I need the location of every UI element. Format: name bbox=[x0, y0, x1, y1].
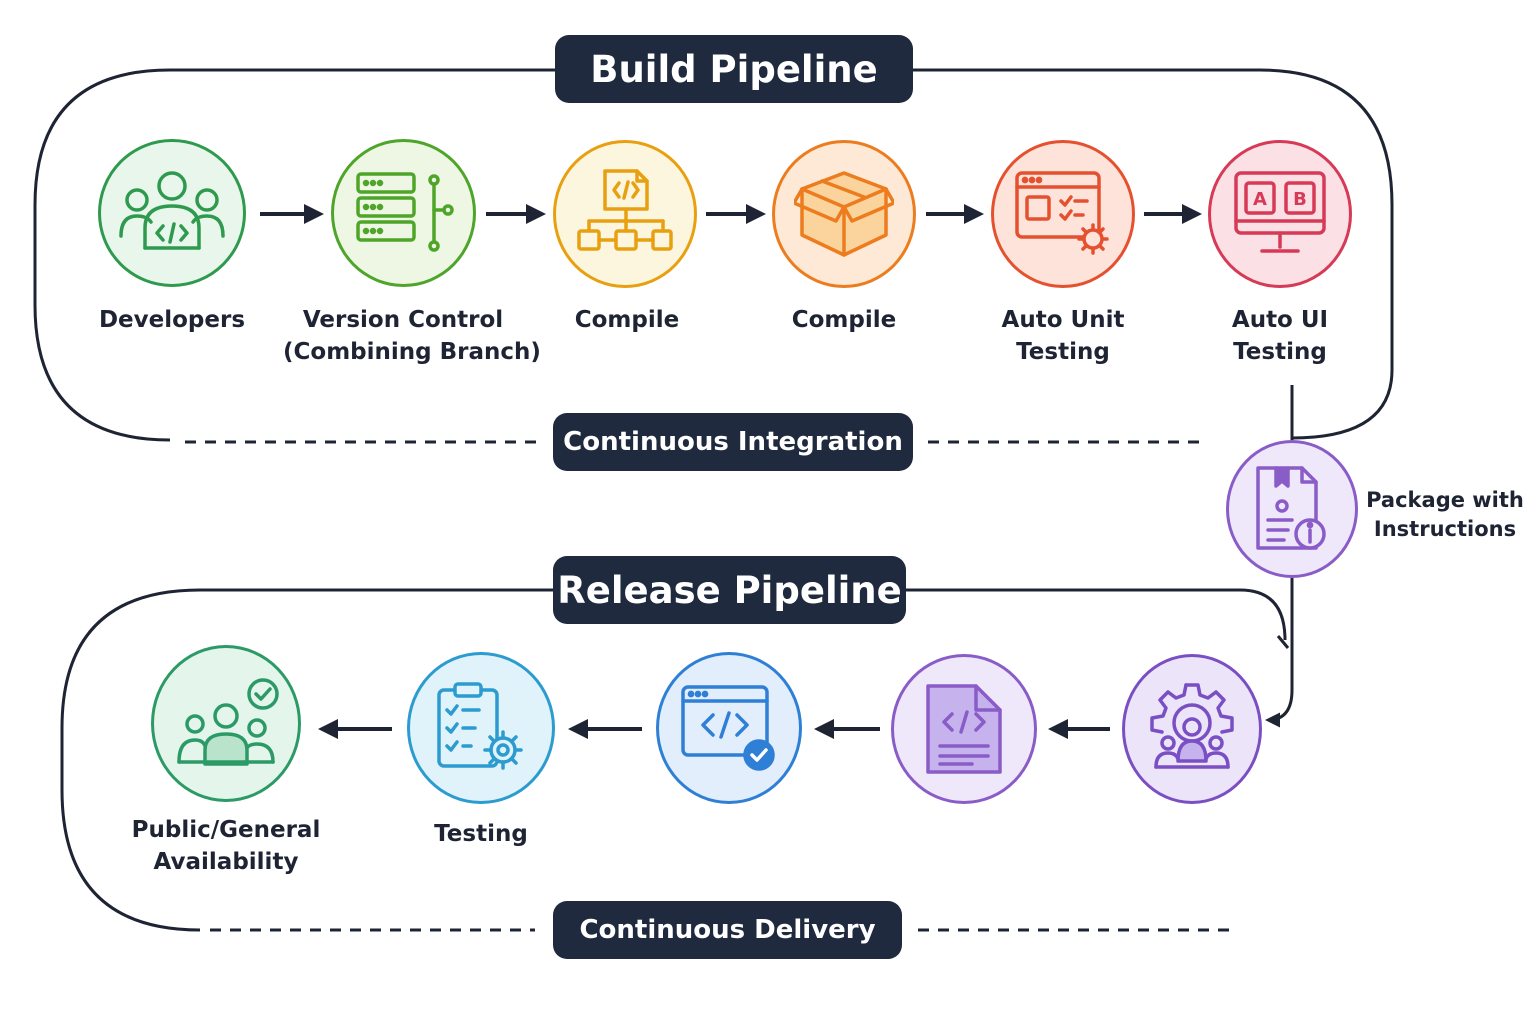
build-label-unit-testing: Auto Unit Testing bbox=[1001, 307, 1125, 365]
build-node-compile-code bbox=[553, 140, 697, 288]
release-pipeline-title: Release Pipeline bbox=[553, 556, 906, 624]
ab-testing-icon: A B bbox=[1234, 171, 1326, 253]
build-label-compile: Compile bbox=[574, 307, 680, 333]
release-node-code-document bbox=[891, 654, 1037, 804]
build-label-ui-testing: Auto UI Testing bbox=[1231, 307, 1329, 365]
build-node-version-control bbox=[331, 139, 476, 287]
release-loop-line bbox=[60, 588, 560, 932]
build-label-compile-2: Compile bbox=[791, 307, 897, 333]
release-node-availability bbox=[151, 645, 301, 802]
build-label-developers: Developers bbox=[98, 307, 246, 333]
continuous-integration-label: Continuous Integration bbox=[553, 413, 913, 471]
build-label-version-control: Version Control (Combining Branch) bbox=[283, 307, 541, 365]
build-node-unit-testing bbox=[991, 140, 1135, 288]
compile-code-icon bbox=[577, 169, 673, 251]
unit-testing-icon bbox=[1015, 171, 1109, 255]
release-loop-line-right bbox=[906, 588, 1287, 641]
connector-package-to-release bbox=[1265, 578, 1294, 728]
package-node bbox=[1226, 440, 1358, 578]
users-check-icon bbox=[177, 677, 279, 766]
release-label-availability: Public/General Availability bbox=[131, 817, 321, 875]
package-label: Package with Instructions bbox=[1366, 488, 1524, 541]
continuous-delivery-label: Continuous Delivery bbox=[553, 901, 902, 959]
release-node-code-window bbox=[656, 652, 802, 804]
checklist-gear-icon bbox=[437, 682, 523, 770]
developers-icon bbox=[119, 171, 225, 250]
release-node-deploy bbox=[1122, 654, 1262, 804]
build-loop-line bbox=[33, 68, 560, 442]
build-node-ui-testing: A B bbox=[1208, 140, 1352, 288]
code-document-icon bbox=[926, 684, 1002, 774]
svg-text:B: B bbox=[1293, 189, 1307, 210]
package-document-icon bbox=[1256, 466, 1326, 550]
release-label-testing: Testing bbox=[434, 821, 528, 847]
package-box-icon bbox=[794, 171, 894, 257]
build-node-compile-package bbox=[772, 140, 916, 288]
build-node-developers bbox=[98, 139, 246, 287]
build-loop-line-right bbox=[912, 68, 1394, 440]
release-node-testing bbox=[407, 652, 555, 804]
build-pipeline-title: Build Pipeline bbox=[555, 35, 913, 103]
version-control-icon bbox=[355, 172, 454, 252]
connector-package-tick bbox=[1276, 635, 1290, 649]
code-window-check-icon bbox=[681, 685, 775, 771]
deploy-team-gear-icon bbox=[1150, 683, 1234, 769]
svg-text:A: A bbox=[1253, 189, 1267, 210]
